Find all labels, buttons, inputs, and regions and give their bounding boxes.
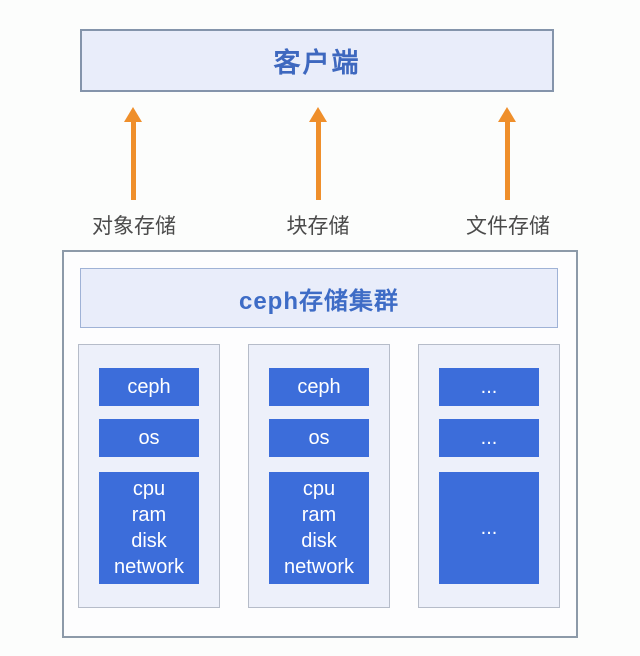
cluster-title: ceph存储集群: [238, 287, 399, 315]
node-layer-os: os: [99, 419, 199, 457]
up-arrow-icon: [498, 107, 516, 200]
node-layer-ceph: ceph: [99, 368, 199, 406]
arrow-tail: [504, 122, 510, 200]
arrow-head: [309, 107, 327, 122]
node-layer-hardware: cpu ram disk network: [269, 472, 369, 584]
storage-node-ellipsis: ... ... ...: [418, 344, 560, 608]
interface-label-block-storage: 块存储: [286, 215, 350, 238]
arrow-head: [498, 107, 516, 122]
interface-label-file-storage: 文件存储: [466, 215, 550, 238]
up-arrow-icon: [124, 107, 142, 200]
interface-label-object-storage: 对象存储: [92, 215, 176, 238]
node-layer-ellipsis: ...: [439, 472, 539, 584]
arrow-head: [124, 107, 142, 122]
node-layer-os: os: [269, 419, 369, 457]
client-box: 客户端: [80, 29, 554, 92]
arrow-tail: [315, 122, 321, 200]
storage-node: ceph os cpu ram disk network: [78, 344, 220, 608]
client-box-label: 客户端: [273, 48, 361, 78]
arrow-tail: [130, 122, 136, 200]
up-arrow-icon: [309, 107, 327, 200]
node-layer-ellipsis: ...: [439, 368, 539, 406]
node-layer-ellipsis: ...: [439, 419, 539, 457]
cluster-title-box: ceph存储集群: [80, 268, 558, 328]
storage-node: ceph os cpu ram disk network: [248, 344, 390, 608]
node-layer-ceph: ceph: [269, 368, 369, 406]
cluster-panel: ceph存储集群 ceph os cpu ram disk network ce…: [62, 250, 578, 638]
node-layer-hardware: cpu ram disk network: [99, 472, 199, 584]
